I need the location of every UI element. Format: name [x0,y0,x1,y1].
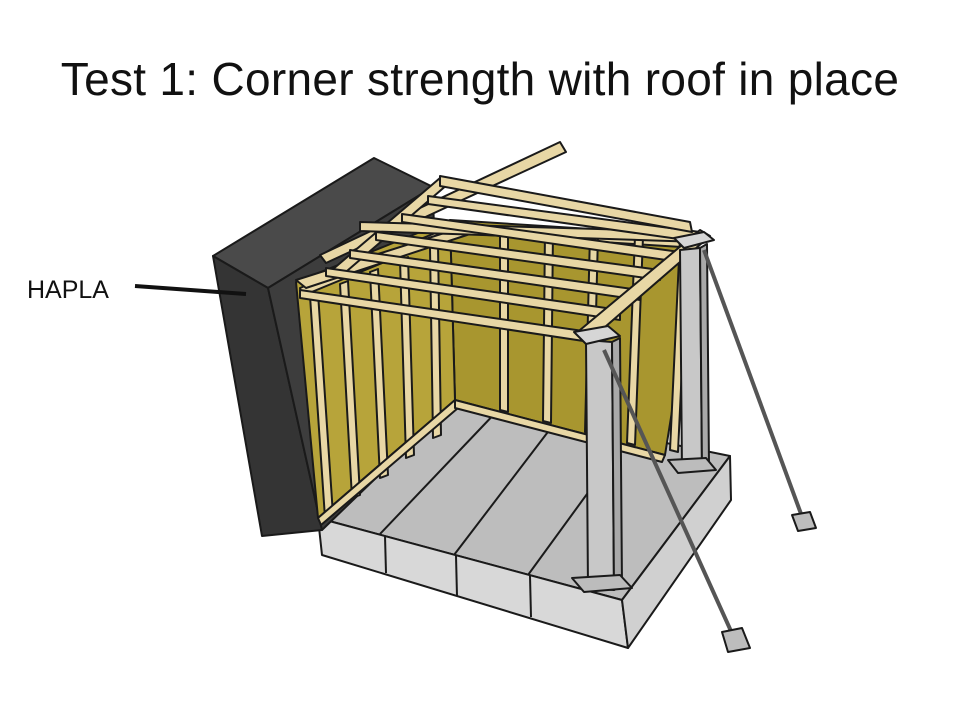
steel-posts-icon [571,231,717,593]
slide-title: Test 1: Corner strength with roof in pla… [60,53,900,105]
hapla-label: HAPLA [27,276,109,304]
brace-rods-icon [602,249,817,653]
roof-rafters-icon [295,141,711,343]
hapla-pointer-line [134,284,247,296]
